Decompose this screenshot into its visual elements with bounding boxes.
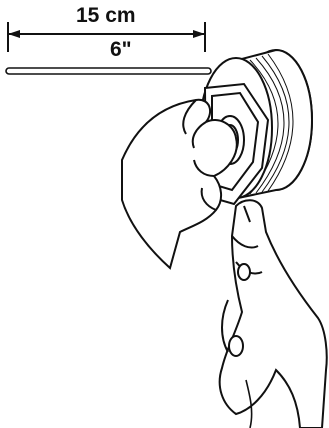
dimension-left-arrow — [8, 30, 20, 38]
right-hand-outline — [220, 200, 327, 428]
trimmer-line — [6, 68, 211, 74]
right-hand-thumb — [222, 300, 228, 352]
right-hand-thumbnail — [229, 336, 243, 356]
left-hand-outline — [122, 100, 237, 268]
measurement-imperial-label: 6" — [110, 38, 132, 62]
left-hand — [122, 100, 237, 268]
right-hand — [220, 200, 327, 428]
dimension-right-arrow — [193, 30, 205, 38]
measurement-metric-label: 15 cm — [76, 4, 136, 28]
